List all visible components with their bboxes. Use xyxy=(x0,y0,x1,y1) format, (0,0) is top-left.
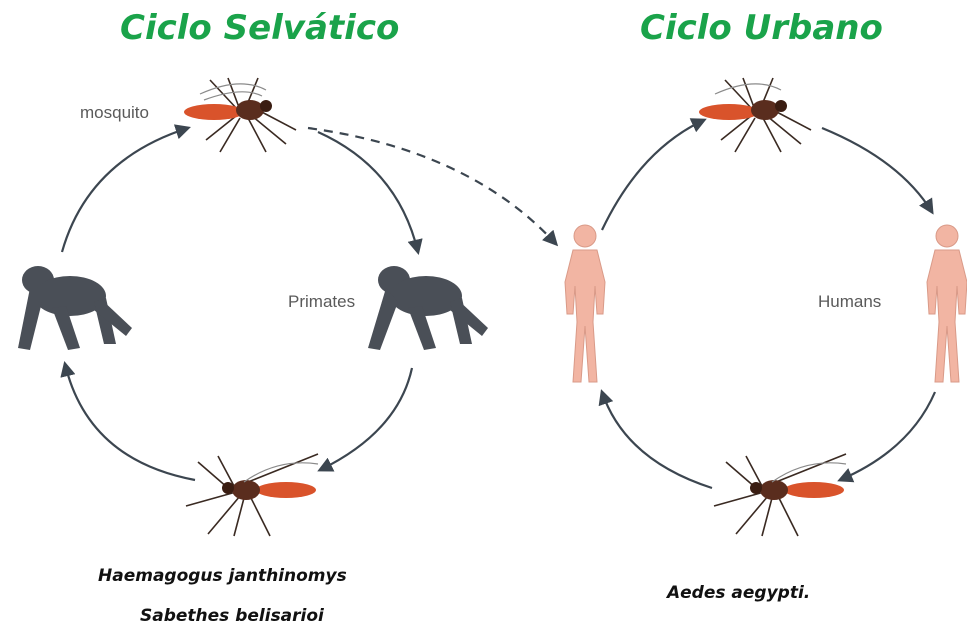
mosquito-icon xyxy=(706,448,856,538)
primates-label: Primates xyxy=(288,292,355,312)
mosquito-icon xyxy=(170,70,310,160)
arrow-sylvatic-to-urban-dashed xyxy=(308,128,556,244)
mosquito-label: mosquito xyxy=(80,103,149,123)
primate-icon xyxy=(8,258,138,358)
sylvatic-species-2: Sabethes belisarioi xyxy=(140,606,324,626)
mosquito-icon xyxy=(685,70,825,160)
humans-label: Humans xyxy=(818,292,881,312)
primate-icon xyxy=(362,258,492,358)
arrow-bottom-mosquito-to-left xyxy=(65,364,195,480)
human-icon xyxy=(907,222,967,392)
sylvatic-species-1: Haemagogus janthinomys xyxy=(98,566,347,586)
human-icon xyxy=(545,222,625,392)
arrow-bottom-mosquito-to-human xyxy=(602,392,712,488)
arrow-mosquito-to-human-right xyxy=(822,128,932,212)
mosquito-icon xyxy=(178,448,328,538)
urban-species: Aedes aegypti. xyxy=(667,583,810,603)
arrow-primate-to-bottom-mosquito xyxy=(320,368,412,470)
